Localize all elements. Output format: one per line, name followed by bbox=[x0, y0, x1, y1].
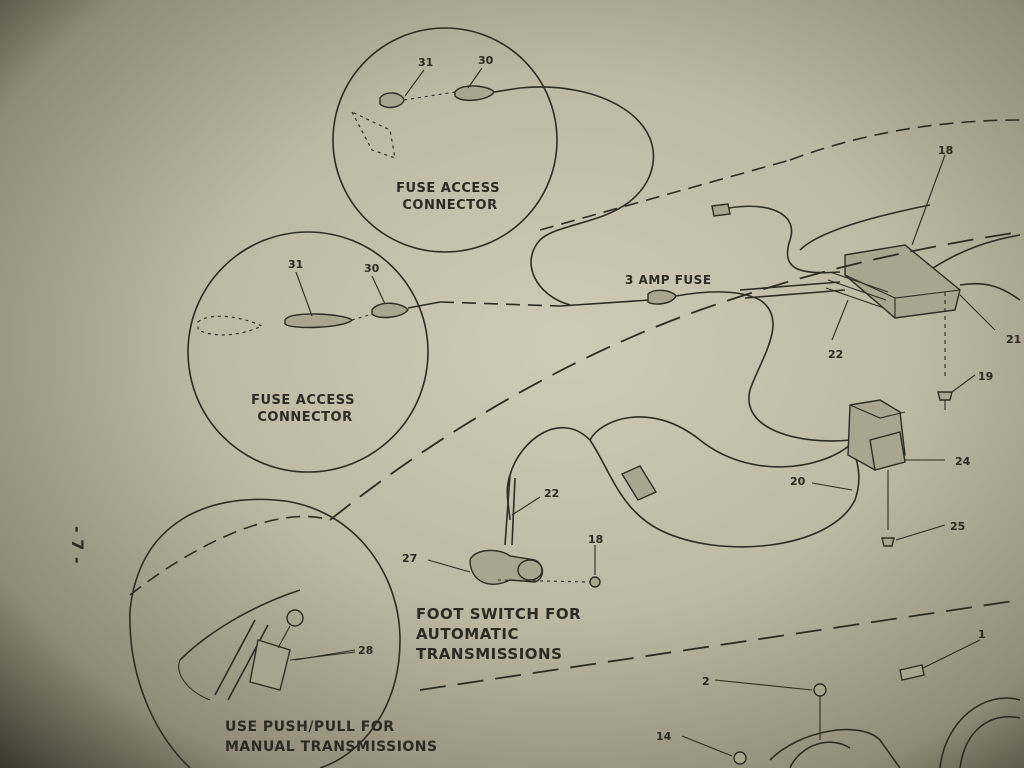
foot-switch-label-line2: AUTOMATIC bbox=[416, 625, 519, 643]
module-18 bbox=[825, 244, 961, 410]
callout-2: 2 bbox=[702, 675, 710, 688]
fuse-access-label-2-line1: FUSE ACCESS bbox=[251, 393, 355, 408]
callout-25: 25 bbox=[950, 520, 965, 533]
dashed-outline-arc bbox=[789, 119, 1021, 161]
detail-circle-push-pull bbox=[129, 498, 401, 768]
callout-24: 24 bbox=[955, 455, 971, 468]
fuse-label: 3 AMP FUSE bbox=[625, 273, 712, 287]
callout-19: 19 bbox=[978, 370, 993, 383]
callout-22-mid: 22 bbox=[544, 487, 559, 500]
fuse-access-label-1-line1: FUSE ACCESS bbox=[396, 181, 500, 196]
callout-21: 21 bbox=[1006, 333, 1021, 346]
callout-18-mid: 18 bbox=[588, 533, 603, 546]
push-pull-label-line2: MANUAL TRANSMISSIONS bbox=[225, 739, 438, 755]
callout-31-mid: 31 bbox=[288, 258, 303, 271]
push-pull-switch-28 bbox=[178, 589, 356, 701]
fuse-access-label-2-line2: CONNECTOR bbox=[257, 410, 352, 425]
lower-right-assembly bbox=[681, 639, 1021, 768]
callout-22-top: 22 bbox=[828, 348, 843, 361]
callout-14: 14 bbox=[656, 730, 672, 743]
dashed-outline-lower bbox=[419, 599, 1021, 691]
callout-28: 28 bbox=[358, 644, 373, 657]
callout-31-top: 31 bbox=[418, 56, 433, 69]
dashed-outline-left bbox=[129, 515, 331, 596]
fuse-access-label-1-line2: CONNECTOR bbox=[402, 198, 497, 213]
detail-circle-fuse-connector-1 bbox=[332, 27, 558, 253]
dashed-outline-curve bbox=[329, 231, 1021, 521]
callout-20: 20 bbox=[790, 475, 806, 488]
foot-switch-label-line3: TRANSMISSIONS bbox=[416, 645, 562, 663]
callout-18-top: 18 bbox=[938, 144, 953, 157]
push-pull-label-line1: USE PUSH/PULL FOR bbox=[225, 719, 395, 735]
fuse-connector-2-parts bbox=[197, 271, 441, 336]
callout-27: 27 bbox=[402, 552, 417, 565]
module-24 bbox=[847, 399, 906, 547]
callout-1: 1 bbox=[978, 628, 986, 641]
wire-harness bbox=[439, 86, 1021, 548]
fuse-connector-1-parts bbox=[350, 67, 521, 159]
callout-30-top: 30 bbox=[478, 54, 494, 67]
callout-30-mid: 30 bbox=[364, 262, 380, 275]
foot-switch-27 bbox=[469, 549, 601, 588]
foot-switch-label-line1: FOOT SWITCH FOR bbox=[416, 605, 581, 623]
detail-circle-push-pull-left bbox=[129, 609, 191, 768]
page-number: - 7 - bbox=[68, 526, 87, 564]
leader-lines bbox=[294, 154, 996, 661]
detail-circle-fuse-connector-2 bbox=[187, 231, 429, 473]
